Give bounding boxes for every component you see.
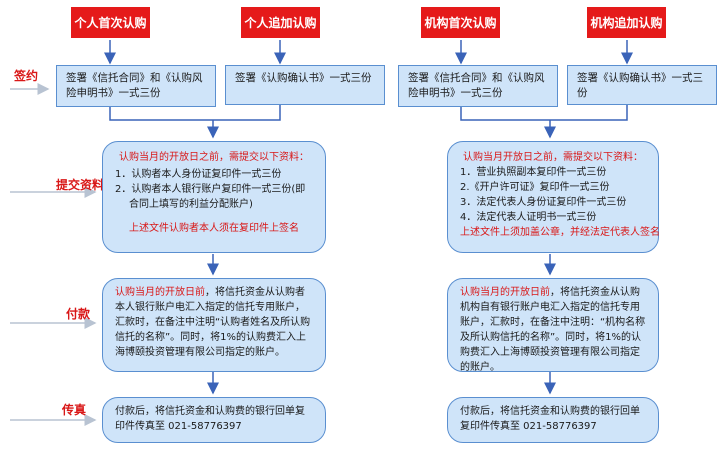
sign-box-org-additional: 签署《认购确认书》一式三份 (567, 65, 717, 105)
submit-personal-item-2: 2．认购者本人银行账户复印件一式三份(即合同上填写的利益分配账户) (115, 184, 306, 210)
payment-personal-text: ，将信托资金从认购者本人银行账户电汇入指定的信托专用账户，汇款时，在备注中注明“… (115, 287, 311, 358)
payment-org-lead: 认购当月的开放日前 (460, 287, 550, 298)
submit-materials-personal: 认购当月的开放日之前，需提交以下资料： 1．认购者本人身份证复印件一式三份 2．… (102, 141, 326, 253)
submit-org-item-1: 1．营业执照副本复印件一式三份 (460, 167, 607, 178)
submit-org-heading: 认购当月开放日之前，需提交以下资料： (463, 152, 643, 163)
label-sign: 签约 (14, 69, 39, 83)
label-pay: 付款 (66, 307, 91, 321)
label-fax: 传真 (62, 403, 87, 417)
sign-box-personal-first: 签署《信托合同》和《认购风险申明书》一式三份 (56, 65, 216, 107)
submit-org-item-2: 2.《开户许可证》复印件一式三份 (460, 182, 610, 193)
payment-org: 认购当月的开放日前，将信托资金从认购机构自有银行账户电汇入指定的信托专用账户，汇… (447, 278, 659, 373)
personal-first-subscription-box: 个人首次认购 (71, 7, 150, 38)
fax-personal: 付款后，将信托资金和认购费的银行回单复印件传真至 021-58776397 (102, 397, 326, 443)
fax-org: 付款后，将信托资金和认购费的银行回单复印件传真至 021-58776397 (447, 397, 659, 443)
label-submit: 提交资料 (56, 178, 105, 192)
payment-personal-lead: 认购当月的开放日前 (115, 287, 205, 298)
sign-box-personal-additional: 签署《认购确认书》一式三份 (225, 65, 385, 105)
submit-org-item-4: 4．法定代表人证明书一式三份 (460, 212, 597, 223)
org-additional-subscription-box: 机构追加认购 (587, 7, 666, 38)
sign-box-org-first: 签署《信托合同》和《认购风险申明书》一式三份 (398, 65, 558, 107)
submit-materials-org: 认购当月开放日之前，需提交以下资料： 1．营业执照副本复印件一式三份 2.《开户… (447, 141, 660, 253)
submit-org-item-3: 3．法定代表人身份证复印件一式三份 (460, 197, 627, 208)
org-first-subscription-box: 机构首次认购 (421, 7, 500, 38)
submit-org-note: 上述文件上须加盖公章，并经法定代表人签名 (460, 227, 660, 238)
payment-personal: 认购当月的开放日前，将信托资金从认购者本人银行账户电汇入指定的信托专用账户，汇款… (102, 278, 326, 372)
personal-additional-subscription-box: 个人追加认购 (241, 7, 320, 38)
payment-org-text: ，将信托资金从认购机构自有银行账户电汇入指定的信托专用账户，汇款时，在备注中注明… (460, 287, 646, 373)
submit-personal-note: 上述文件认购者本人须在复印件上签名 (129, 223, 299, 234)
submit-personal-item-1: 1．认购者本人身份证复印件一式三份 (115, 169, 282, 180)
submit-personal-heading: 认购当月的开放日之前，需提交以下资料： (119, 152, 309, 163)
